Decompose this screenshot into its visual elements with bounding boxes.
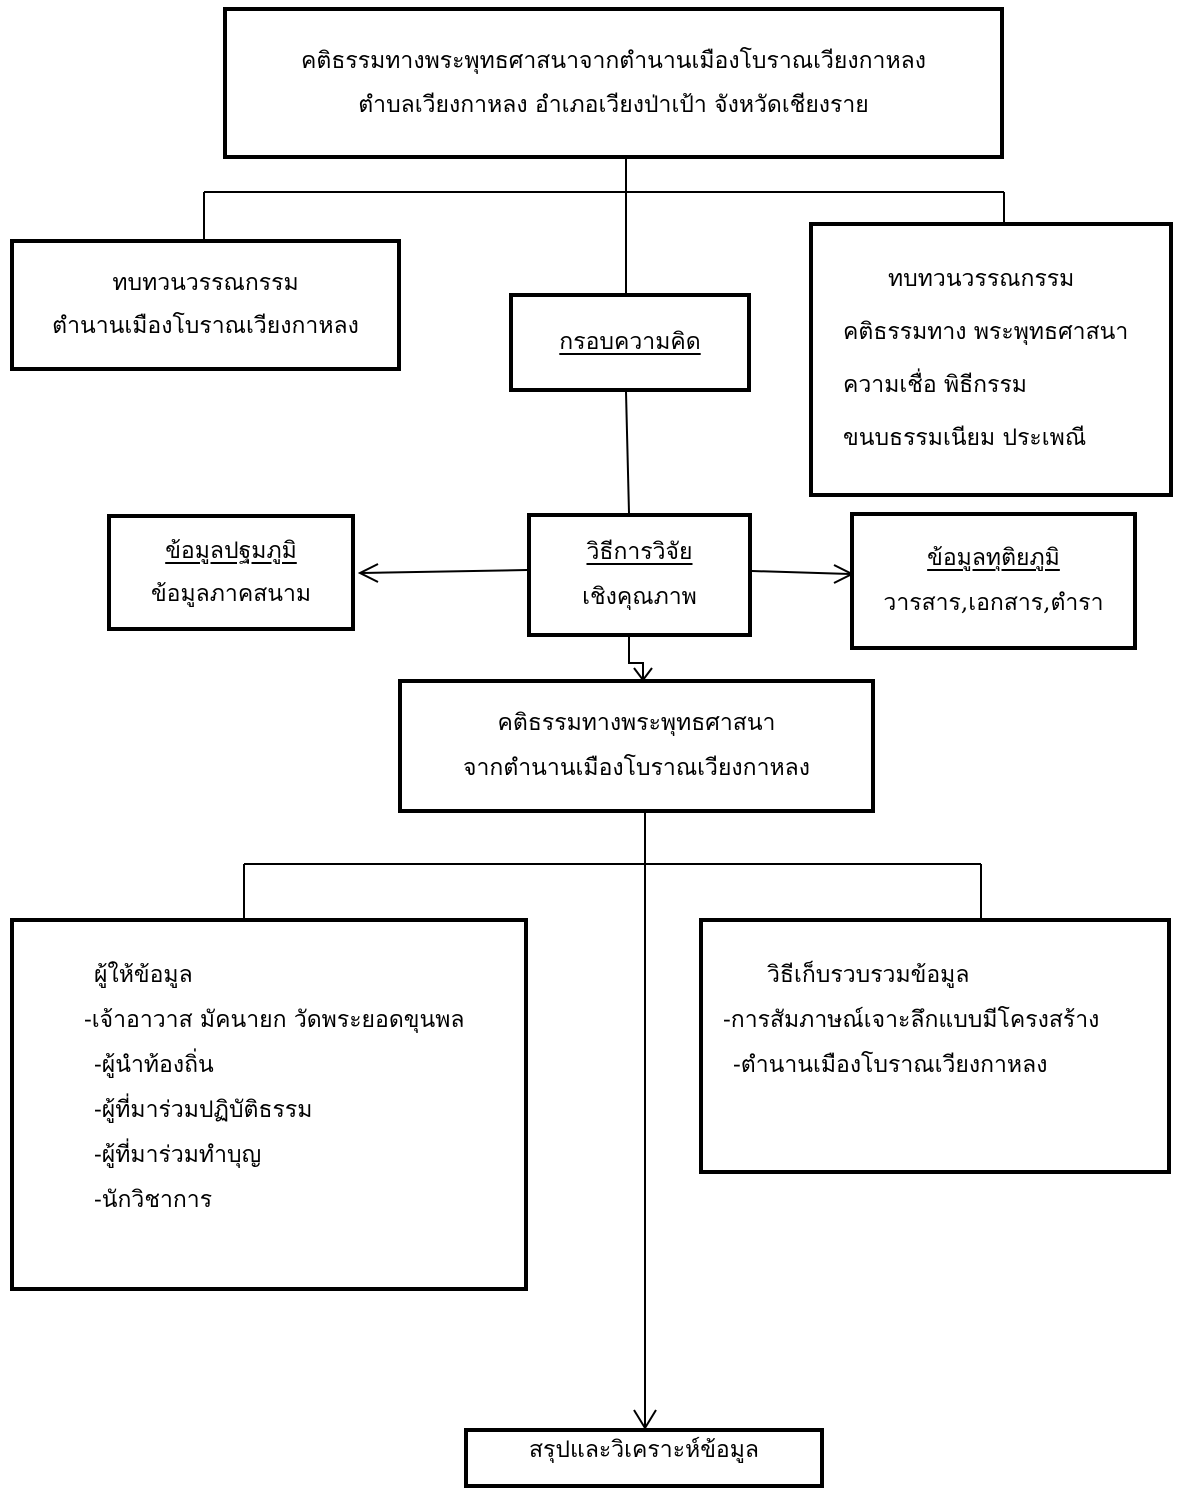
secondary-data-line: วารสาร,เอกสาร,ตำรา [883, 590, 1104, 616]
literature-review-legend-box: ทบทวนวรรณกรรม ตำนานเมืองโบราณเวียงกาหลง [10, 239, 401, 371]
connector-method-secondary [751, 570, 851, 575]
primary-data-heading: ข้อมูลปฐมภูมิ [165, 537, 297, 564]
research-method-box: วิธีการวิจัย เชิงคุณภาพ [527, 513, 752, 637]
informant-item: -เจ้าอาวาส มัคนายก วัดพระยอดขุนพล [84, 1007, 465, 1033]
conclusion-box: สรุปและวิเคราะห์ข้อมูล [464, 1428, 824, 1488]
review-right-line-4: ขนบธรรมเนียม ประเพณี [843, 425, 1087, 451]
informants-heading: ผู้ให้ข้อมูล [94, 962, 193, 988]
research-method-line: เชิงคุณภาพ [582, 584, 697, 610]
connector-method-primary [361, 569, 528, 574]
informant-item: -ผู้นำท้องถิ่น [94, 1052, 214, 1078]
review-left-line-2: ตำนานเมืองโบราณเวียงกาหลง [52, 313, 359, 339]
conceptual-framework-box: กรอบความคิด [509, 293, 751, 392]
secondary-data-box: ข้อมูลทุติยภูมิ วารสาร,เอกสาร,ตำรา [850, 512, 1137, 650]
review-right-line-1: ทบทวนวรรณกรรม [888, 266, 1075, 292]
informants-box: ผู้ให้ข้อมูล -เจ้าอาวาส มัคนายก วัดพระยอ… [10, 918, 528, 1291]
connector-method-teachings [628, 637, 644, 678]
data-collection-box: วิธีเก็บรวบรวมข้อมูล -การสัมภาษณ์เจาะลึก… [699, 918, 1171, 1174]
connector-framework-method [625, 391, 630, 514]
primary-data-line: ข้อมูลภาคสนาม [150, 580, 312, 607]
title-line-2: ตำบลเวียงกาหลง อำเภอเวียงป่าเป้า จังหวัด… [358, 91, 869, 118]
review-right-line-2: คติธรรมทาง พระพุทธศาสนา [843, 319, 1129, 345]
conclusion-label: สรุปและวิเคราะห์ข้อมูล [529, 1436, 759, 1463]
literature-review-teachings-box: ทบทวนวรรณกรรม คติธรรมทาง พระพุทธศาสนา คว… [809, 222, 1173, 497]
research-framework-diagram: คติธรรมทางพระพุทธศาสนาจากตำนานเมืองโบราณ… [10, 7, 1173, 1488]
teachings-line-2: จากตำนานเมืองโบราณเวียงกาหลง [463, 755, 810, 781]
review-left-line-1: ทบทวนวรรณกรรม [112, 270, 299, 296]
collection-item: -การสัมภาษณ์เจาะลึกแบบมีโครงสร้าง [723, 1007, 1100, 1033]
informant-item: -ผู้ที่มาร่วมทำบุญ [94, 1142, 262, 1168]
framework-label: กรอบความคิด [559, 329, 701, 355]
buddhist-teachings-box: คติธรรมทางพระพุทธศาสนา จากตำนานเมืองโบรา… [398, 679, 875, 813]
review-right-line-3: ความเชื่อ พิธีกรรม [843, 372, 1027, 398]
title-box: คติธรรมทางพระพุทธศาสนาจากตำนานเมืองโบราณ… [223, 7, 1004, 159]
collection-item: -ตำนานเมืองโบราณเวียงกาหลง [733, 1052, 1048, 1078]
informant-item: -ผู้ที่มาร่วมปฏิบัติธรรม [94, 1097, 313, 1123]
informant-item: -นักวิชาการ [94, 1187, 213, 1213]
title-line-1: คติธรรมทางพระพุทธศาสนาจากตำนานเมืองโบราณ… [301, 47, 926, 74]
secondary-data-heading: ข้อมูลทุติยภูมิ [927, 545, 1060, 571]
teachings-line-1: คติธรรมทางพระพุทธศาสนา [497, 710, 776, 736]
primary-data-box: ข้อมูลปฐมภูมิ ข้อมูลภาคสนาม [107, 514, 355, 631]
arrowhead-primary [357, 563, 379, 583]
research-method-heading: วิธีการวิจัย [586, 539, 693, 565]
collection-heading: วิธีเก็บรวบรวมข้อมูล [767, 962, 970, 988]
